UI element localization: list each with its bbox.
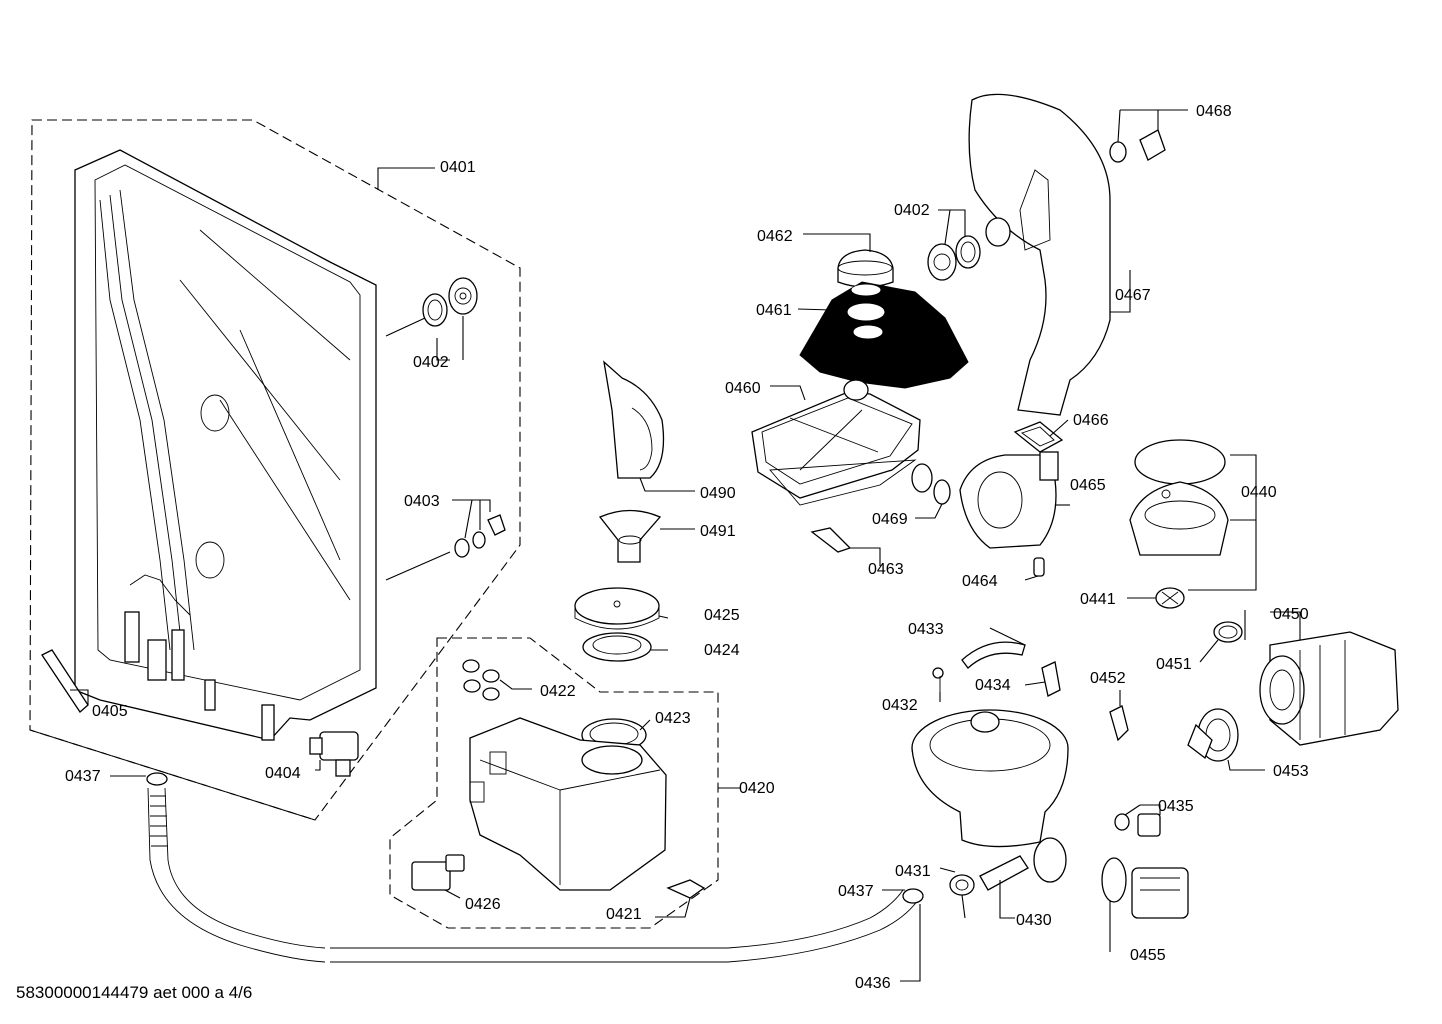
label-0401: 0401 xyxy=(440,159,476,176)
label-0432: 0432 xyxy=(882,697,918,714)
label-0423: 0423 xyxy=(655,710,691,727)
part-0490-funnel xyxy=(603,360,665,479)
part-0420-softener xyxy=(469,717,667,891)
part-0453-connector xyxy=(1187,708,1239,762)
part-0464-cylinder xyxy=(1033,557,1045,577)
part-0431-ring xyxy=(949,874,975,896)
label-0436: 0436 xyxy=(855,975,891,992)
label-0425: 0425 xyxy=(704,607,740,624)
label-0452: 0452 xyxy=(1090,670,1126,687)
label-0469: 0469 xyxy=(872,511,908,528)
part-0463-clip xyxy=(810,527,852,553)
label-0421: 0421 xyxy=(606,906,642,923)
part-0430-sump xyxy=(911,709,1069,891)
label-0460: 0460 xyxy=(725,380,761,397)
label-0451: 0451 xyxy=(1156,656,1192,673)
part-0450-heat-pump xyxy=(1259,631,1399,746)
part-0433-curved-clip xyxy=(961,641,1026,669)
label-0404: 0404 xyxy=(265,765,301,782)
part-0434-clip xyxy=(1041,661,1061,697)
part-0469-ring xyxy=(911,463,951,505)
part-0462-cap xyxy=(837,249,894,288)
part-0451-clamp xyxy=(1213,621,1243,643)
part-0465-pump-housing xyxy=(959,451,1059,549)
label-0450: 0450 xyxy=(1273,606,1309,623)
label-0422: 0422 xyxy=(540,683,576,700)
label-0426: 0426 xyxy=(465,896,501,913)
part-labels: 0401 0402 0403 0405 0404 0437 0420 0421 … xyxy=(65,103,1309,992)
part-0422-rings xyxy=(462,659,500,701)
label-0420: 0420 xyxy=(739,780,775,797)
label-0431: 0431 xyxy=(895,863,931,880)
part-0402-door-ring xyxy=(422,277,478,327)
part-0461-gasket-sheet xyxy=(799,281,969,389)
part-0468-clip xyxy=(1109,129,1166,163)
part-0440-impeller-housing xyxy=(1129,439,1229,556)
label-0405: 0405 xyxy=(92,703,128,720)
label-0441: 0441 xyxy=(1080,591,1116,608)
part-0435-sensor xyxy=(1114,813,1161,837)
label-0463: 0463 xyxy=(868,561,904,578)
part-0432-screw xyxy=(932,667,944,692)
part-0403-grommet xyxy=(454,514,506,558)
label-0430: 0430 xyxy=(1016,912,1052,929)
label-0468: 0468 xyxy=(1196,103,1232,120)
document-id: 58300000144479 aet 000 a 4/6 xyxy=(16,983,252,1002)
leader-lines xyxy=(70,109,1301,982)
label-0433: 0433 xyxy=(908,621,944,638)
label-0440: 0440 xyxy=(1241,484,1277,501)
label-0403: 0403 xyxy=(404,493,440,510)
part-0437-hose xyxy=(146,772,924,963)
part-0424-ring xyxy=(582,632,652,662)
part-0460-tank xyxy=(751,379,921,506)
label-0437-right: 0437 xyxy=(838,883,874,900)
part-0466-seal xyxy=(1013,421,1064,453)
label-0424: 0424 xyxy=(704,642,740,659)
label-0465: 0465 xyxy=(1070,477,1106,494)
part-0404-valve xyxy=(309,731,359,777)
part-0441-impeller xyxy=(1155,587,1185,609)
label-0491: 0491 xyxy=(700,523,736,540)
label-0435: 0435 xyxy=(1158,798,1194,815)
label-0434: 0434 xyxy=(975,677,1011,694)
door-inner-panel xyxy=(74,149,377,741)
label-0402-door: 0402 xyxy=(413,354,449,371)
label-0462: 0462 xyxy=(757,228,793,245)
label-0455: 0455 xyxy=(1130,947,1166,964)
part-0421-clip xyxy=(666,879,706,899)
label-0437-left: 0437 xyxy=(65,768,101,785)
part-0491-small-funnel xyxy=(598,509,662,563)
label-0490: 0490 xyxy=(700,485,736,502)
label-0467: 0467 xyxy=(1115,287,1151,304)
part-0467-duct xyxy=(968,93,1111,416)
part-0455-drain-pump xyxy=(1101,857,1189,919)
part-0426-valve xyxy=(411,854,465,891)
label-0466: 0466 xyxy=(1073,412,1109,429)
softener-assembly-boundary xyxy=(389,637,719,929)
part-0452-clip xyxy=(1109,705,1129,742)
part-0425-lid xyxy=(574,587,660,630)
label-0464: 0464 xyxy=(962,573,998,590)
part-0402-duct-rings xyxy=(927,235,981,281)
label-0402-duct: 0402 xyxy=(894,202,930,219)
label-0461: 0461 xyxy=(756,302,792,319)
label-0453: 0453 xyxy=(1273,763,1309,780)
